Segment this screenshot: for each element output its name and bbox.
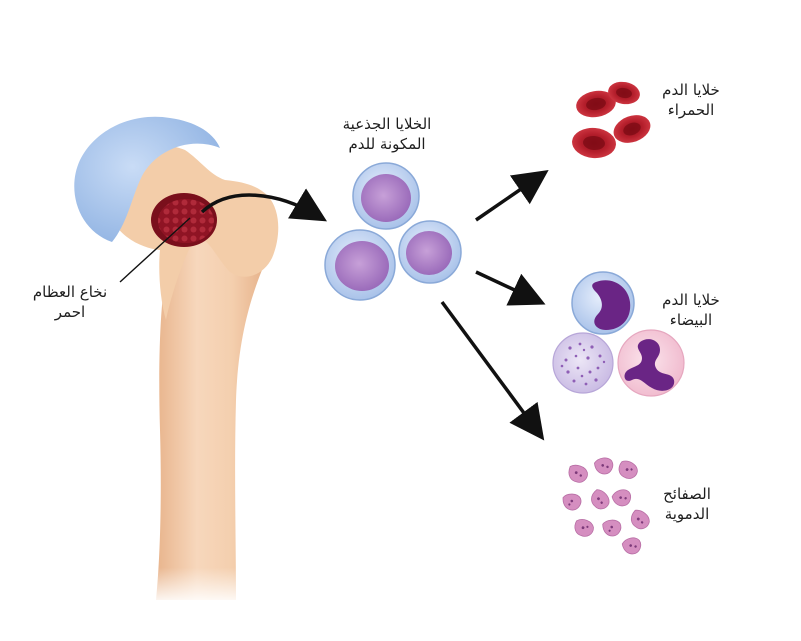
label-white-blood-cells: خلايا الدم البيضاء — [648, 290, 734, 330]
platelets — [562, 457, 650, 555]
stem-cell — [352, 162, 420, 230]
red-blood-cells — [572, 81, 651, 159]
platelet — [618, 460, 638, 479]
platelet — [630, 509, 650, 530]
label-stem-cells-line2: المكونة للدم — [348, 135, 426, 153]
label-red-blood-cells-line1: خلايا الدم — [662, 81, 720, 99]
stem-cells — [324, 162, 462, 301]
arrow-to-platelets — [440, 300, 545, 441]
label-stem-cells: الخلايا الجذعية المكونة للدم — [322, 114, 452, 154]
label-red-blood-cells: خلايا الدم الحمراء — [648, 80, 734, 120]
arrow-marrow-to-stem — [200, 188, 328, 222]
label-platelets: الصفائح الدموية — [640, 484, 734, 524]
label-platelets-line2: الدموية — [664, 505, 710, 523]
cartilage-cap — [74, 116, 220, 242]
platelet — [621, 537, 642, 555]
red-blood-cell — [608, 81, 640, 105]
stem-cell — [324, 229, 396, 301]
white-blood-cells — [552, 271, 685, 397]
red-blood-cell — [576, 90, 616, 118]
platelet — [602, 519, 622, 537]
platelet — [594, 457, 614, 475]
platelet — [611, 489, 632, 507]
lymphocyte — [571, 271, 635, 335]
arrow-to-white-cells — [475, 270, 546, 306]
label-bone-marrow-line2: احمر — [54, 303, 86, 321]
label-white-blood-cells-line1: خلايا الدم — [662, 291, 720, 309]
label-stem-cells-line1: الخلايا الجذعية — [342, 115, 432, 133]
granulocyte — [552, 332, 614, 394]
red-blood-cell — [613, 115, 651, 143]
label-bone-marrow-line1: نخاع العظام — [32, 283, 108, 301]
label-platelets-line1: الصفائح — [663, 485, 711, 503]
stem-cell — [398, 220, 462, 284]
label-bone-marrow: نخاع العظام احمر — [22, 282, 118, 322]
red-blood-cell — [572, 127, 616, 159]
neutrophil — [617, 329, 685, 397]
platelet — [574, 519, 594, 537]
femur-bone — [74, 116, 279, 605]
label-red-blood-cells-line2: الحمراء — [667, 101, 715, 119]
marrow-leader-line — [119, 217, 191, 283]
platelet — [568, 464, 588, 483]
label-white-blood-cells-line2: البيضاء — [669, 311, 713, 329]
platelet — [562, 493, 582, 511]
platelet — [591, 489, 610, 510]
arrow-to-red-cells — [475, 170, 549, 222]
